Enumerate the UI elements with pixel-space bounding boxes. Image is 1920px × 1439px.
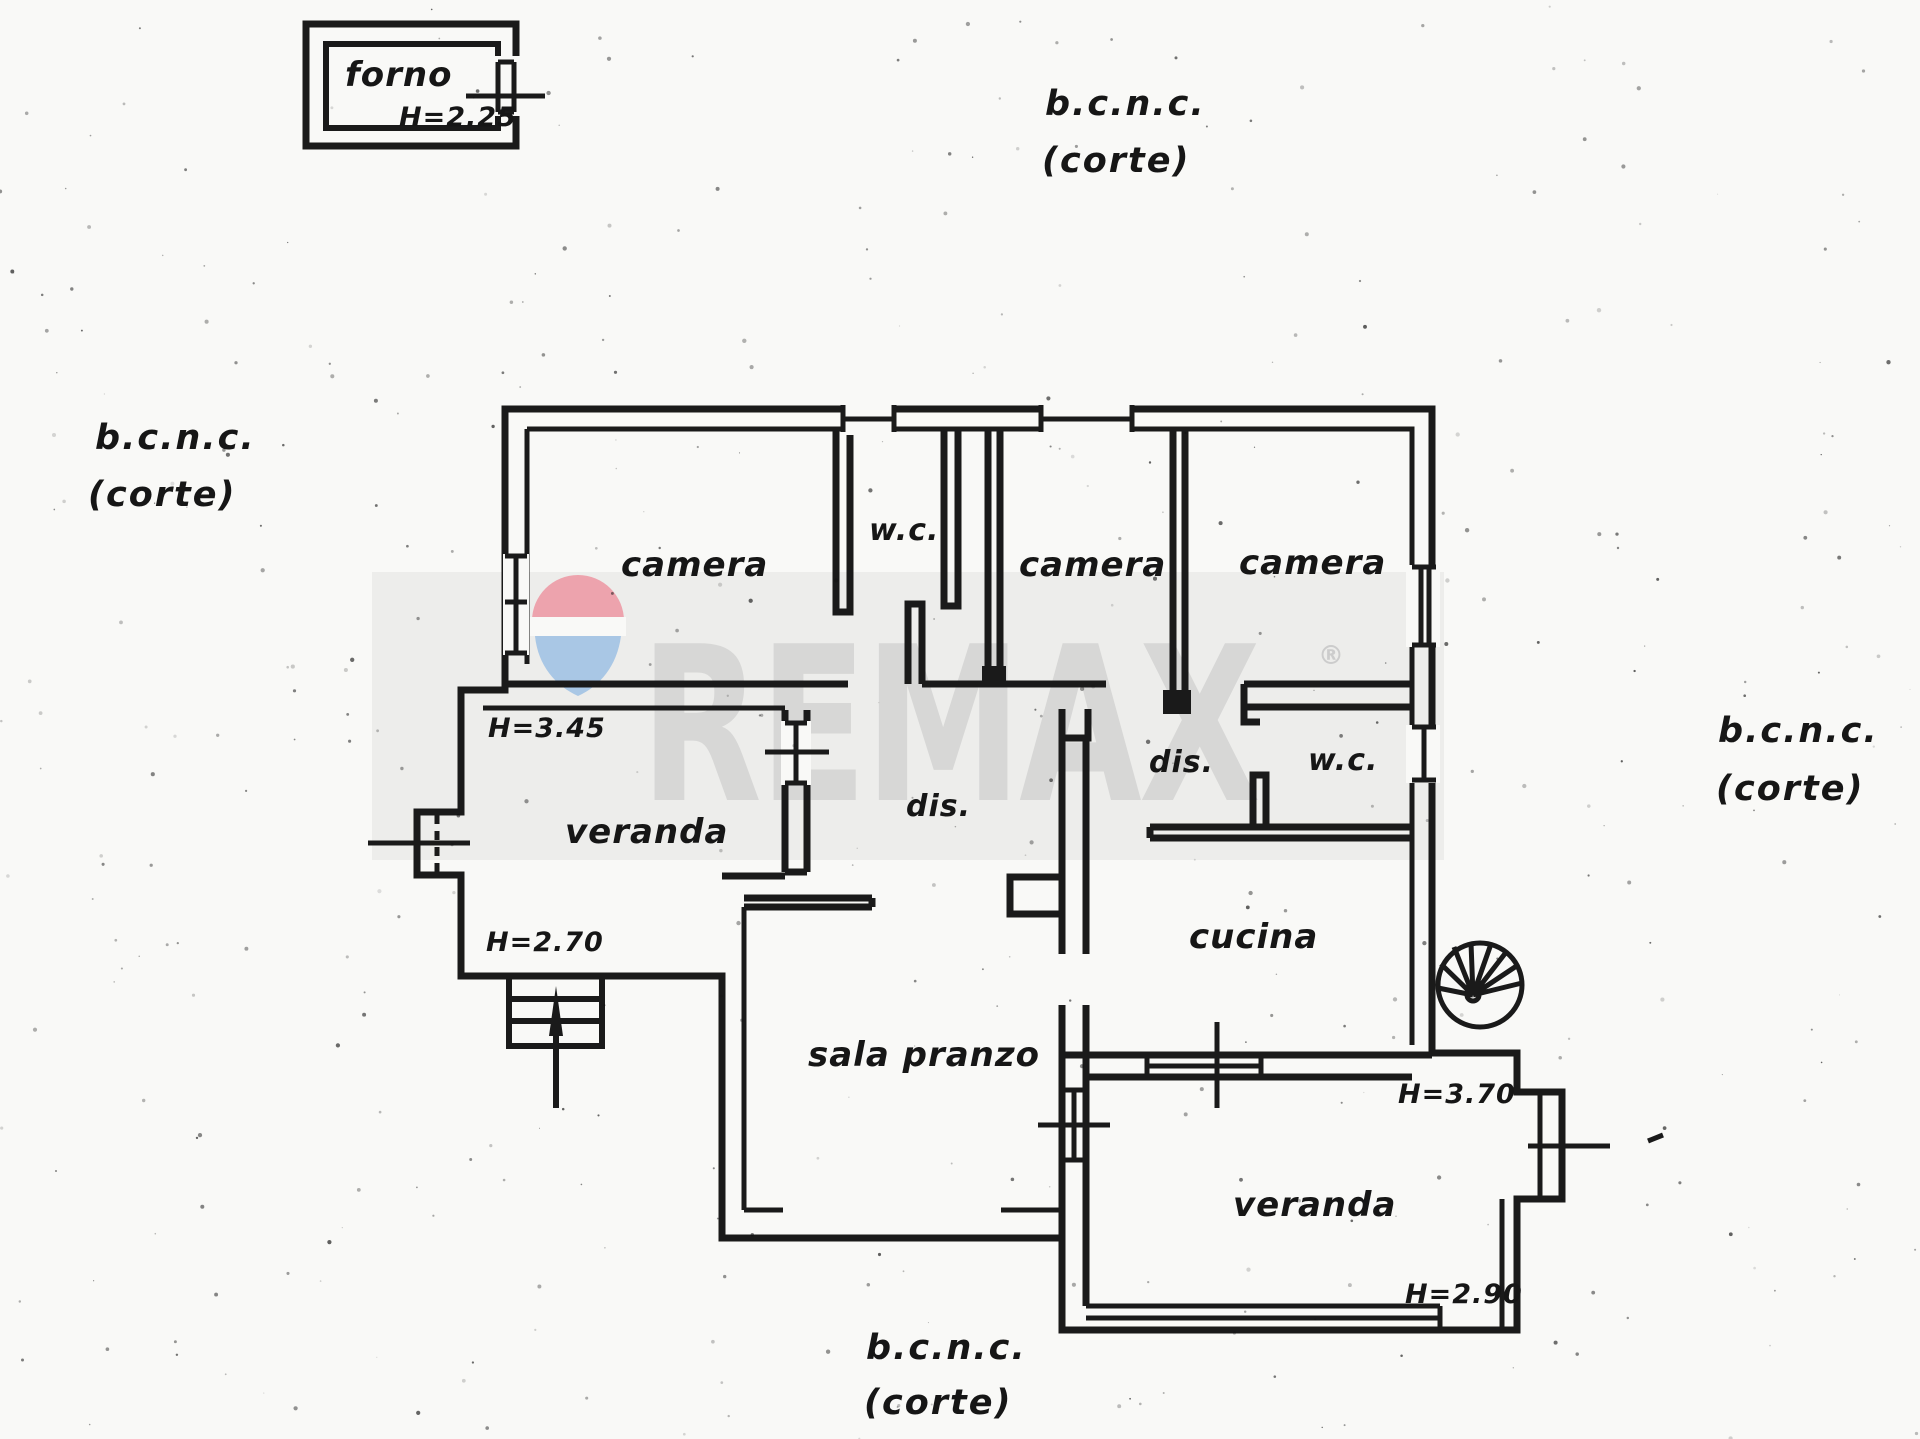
court-label-left-line2: (corte) [88, 475, 237, 515]
room-label-dis-1: dis. [906, 789, 971, 824]
court-label-right-line2: (corte) [1716, 769, 1865, 809]
height-label-veranda2-bottom: H=2.90 [1405, 1279, 1523, 1310]
remax-watermark-text: REMAX [640, 600, 1258, 851]
room-label-veranda-1: veranda [565, 812, 728, 852]
room-label-wc-1: w.c. [869, 513, 939, 548]
height-label-veranda1-bottom: H=2.70 [486, 927, 604, 958]
room-label-camera-2: camera [1019, 545, 1166, 585]
height-label-veranda1-top: H=3.45 [488, 713, 606, 744]
labels: forno H=2.25 b.c.n.c. (corte) b.c.n.c. (… [88, 55, 1879, 1423]
spiral-staircase-icon [1435, 940, 1525, 1030]
scan-speckles [0, 5, 1919, 1439]
outbuilding-label: forno [345, 55, 452, 95]
room-label-camera-3: camera [1239, 543, 1386, 583]
court-label-top-line2: (corte) [1042, 141, 1191, 181]
room-label-veranda-2: veranda [1233, 1185, 1396, 1225]
outbuilding-height-label: H=2.25 [399, 102, 517, 133]
court-label-bottom-line1: b.c.n.c. [866, 1328, 1027, 1368]
court-label-right-line1: b.c.n.c. [1718, 711, 1879, 751]
exterior-stairs [506, 976, 605, 1108]
court-label-bottom-line2: (corte) [864, 1383, 1013, 1423]
court-label-left-line1: b.c.n.c. [95, 418, 256, 458]
room-label-dis-2: dis. [1149, 745, 1214, 780]
court-label-top-line1: b.c.n.c. [1045, 84, 1206, 124]
height-label-veranda2-top: H=3.70 [1398, 1079, 1516, 1110]
room-label-camera-1: camera [621, 545, 768, 585]
room-label-wc-2: w.c. [1308, 743, 1378, 778]
room-label-cucina: cucina [1189, 917, 1318, 957]
windows [368, 56, 1440, 1163]
wall-feet [982, 666, 1191, 714]
room-label-sala-pranzo: sala pranzo [808, 1035, 1040, 1075]
registered-mark: ® [1318, 641, 1344, 671]
